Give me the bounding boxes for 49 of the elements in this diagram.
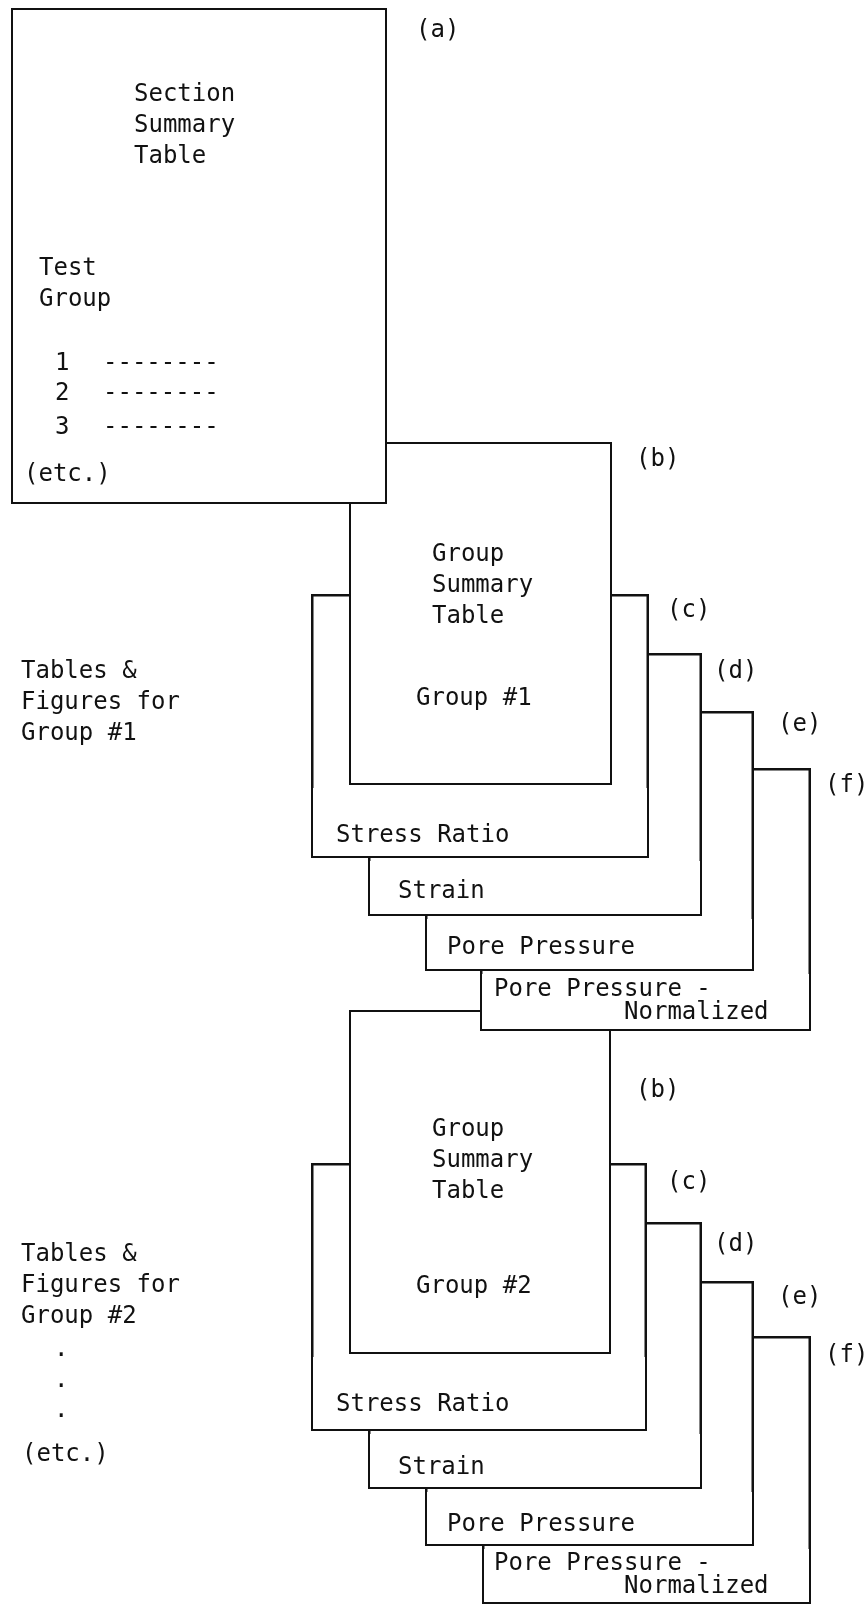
group-caption: Tables & Figures for Group #2 xyxy=(21,1238,181,1331)
sheet-letter: (d) xyxy=(714,655,758,686)
page-sheet xyxy=(311,1354,647,1431)
page-sheet xyxy=(349,1010,611,1354)
page-sheet xyxy=(425,1489,754,1546)
ellipsis-dot: . xyxy=(54,1364,69,1395)
sheet-letter: (e) xyxy=(778,1281,822,1312)
sheet-text: Pore Pressure xyxy=(447,931,635,962)
sheet-letter: (b) xyxy=(636,443,680,474)
sheet-text: 1 xyxy=(55,347,70,378)
fill-in-line: -------- xyxy=(103,347,219,378)
sheet-title: Section Summary Table xyxy=(134,78,237,171)
page-sheet xyxy=(368,1431,702,1489)
page-sheet xyxy=(349,442,612,785)
sheet-text: Group #2 xyxy=(416,1270,532,1301)
sheet-text: 3 xyxy=(55,411,70,442)
sheet-letter: (e) xyxy=(778,708,822,739)
group-caption: Tables & Figures for Group #1 xyxy=(21,655,181,748)
etc-note: (etc.) xyxy=(22,1438,109,1469)
sheet-text: Test Group xyxy=(39,252,112,314)
page-sheet xyxy=(480,971,811,1031)
sheet-text: (etc.) xyxy=(24,458,111,489)
sheet-letter: (f) xyxy=(825,1339,865,1370)
sheet-text: Strain xyxy=(398,875,485,906)
fill-in-line: -------- xyxy=(103,377,219,408)
sheet-text: Stress Ratio xyxy=(336,1388,510,1419)
sheet-text: Group Summary Table xyxy=(432,538,535,631)
sheet-letter: (a) xyxy=(416,14,460,45)
sheet-text: 2 xyxy=(55,377,70,408)
sheet-text: Pore Pressure - Normalized xyxy=(494,1551,769,1597)
sheet-text: Group Summary Table xyxy=(432,1113,535,1206)
ellipsis-dot: . xyxy=(54,1394,69,1425)
sheet-text: Pore Pressure xyxy=(447,1508,635,1539)
sheet-letter: (b) xyxy=(636,1074,680,1105)
sheet-text: Strain xyxy=(398,1451,485,1482)
ellipsis-dot: . xyxy=(54,1333,69,1364)
page-sheet xyxy=(425,916,754,971)
sheet-letter: (c) xyxy=(667,1166,711,1197)
sheet-letter: (c) xyxy=(667,594,711,625)
sheet-text: Group #1 xyxy=(416,682,532,713)
sheet-text: Stress Ratio xyxy=(336,819,510,850)
sheet-letter: (d) xyxy=(714,1228,758,1259)
page-sheet xyxy=(311,785,649,858)
sheet-text: Pore Pressure - Normalized xyxy=(494,977,769,1023)
page-sheet xyxy=(11,8,387,504)
page-sheet xyxy=(482,1546,811,1604)
fill-in-line: -------- xyxy=(103,411,219,442)
sheet-letter: (f) xyxy=(825,769,865,800)
page-sheet xyxy=(368,858,702,916)
